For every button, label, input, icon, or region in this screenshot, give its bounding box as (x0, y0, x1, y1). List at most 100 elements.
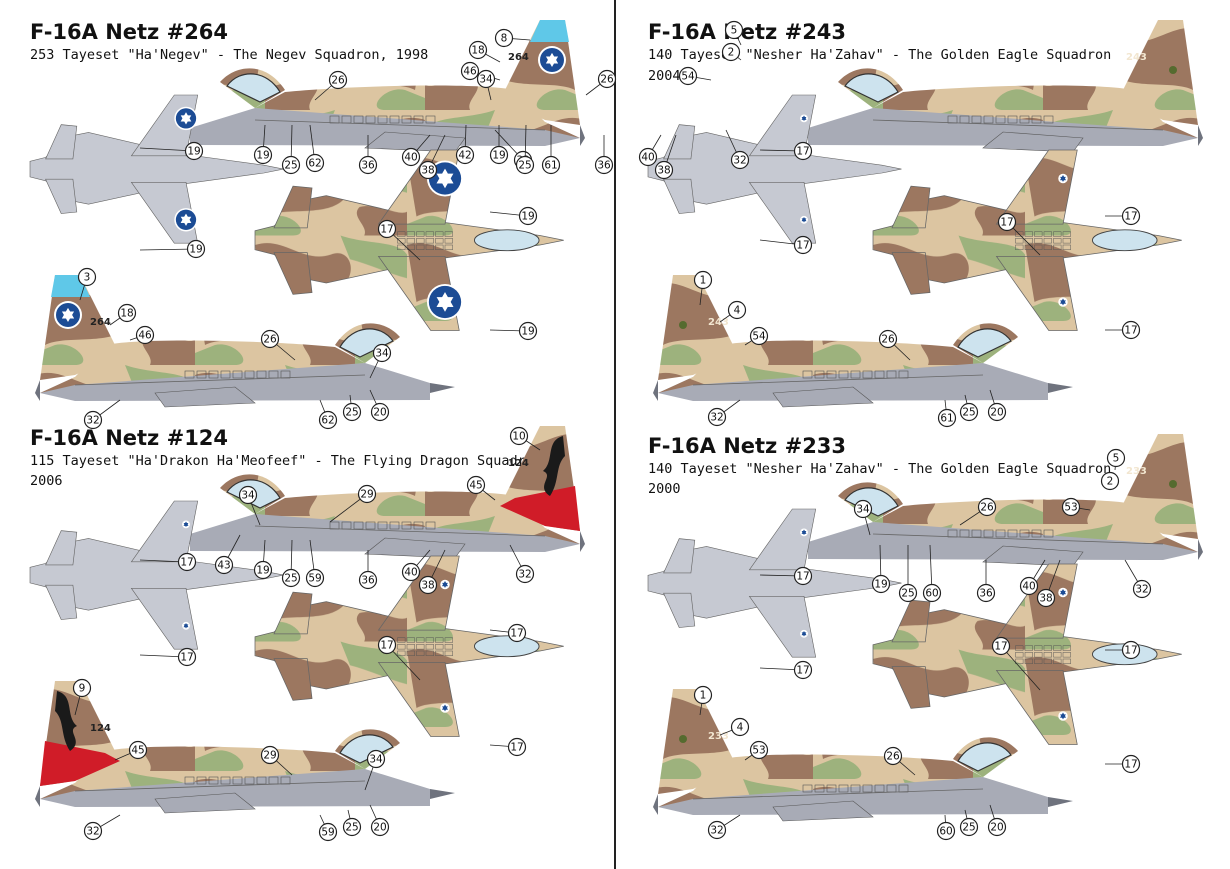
callout-17: 17 (139, 647, 197, 667)
ventral-fin (154, 792, 256, 814)
callout-17: 17 (489, 623, 527, 643)
callout-bubble (342, 402, 362, 422)
callout-bubble (494, 28, 514, 48)
callout-20: 20 (987, 389, 1007, 422)
side-profile-lower (653, 275, 1073, 408)
callout-19: 19 (489, 125, 509, 165)
left-stabilizer (891, 599, 931, 643)
left-stabilizer (891, 185, 931, 229)
callout-25: 25 (342, 809, 362, 837)
callout-number: 17 (510, 628, 523, 640)
callout-bubble (518, 206, 538, 226)
vertical-tail (1118, 20, 1198, 125)
callout-17: 17 (1105, 206, 1141, 226)
callout-bubble (959, 817, 979, 837)
callout-bubble (1019, 576, 1039, 596)
dragon-emblem (55, 691, 77, 751)
callout-number: 25 (962, 822, 975, 834)
callout-bubble (460, 61, 480, 81)
exhaust (35, 786, 40, 807)
callout-bubble (177, 647, 197, 667)
callout-bubble (83, 410, 103, 430)
callout-3: 3 (77, 267, 97, 301)
callout-number: 32 (86, 826, 99, 838)
callout-number: 36 (597, 160, 611, 172)
callout-38: 38 (418, 549, 446, 595)
callout-19: 19 (489, 206, 538, 226)
callout-1: 1 (693, 685, 713, 716)
callout-bubble (977, 497, 997, 517)
underside-view (29, 500, 284, 650)
callout-26: 26 (260, 329, 296, 361)
canopy (957, 328, 1012, 358)
scheme-title: F-16A Netz #264 (30, 20, 229, 44)
callout-bubble (793, 141, 813, 161)
callout-number: 18 (471, 45, 484, 57)
fuselage-camo (873, 499, 1198, 552)
right-wing (377, 662, 460, 737)
callout-bubble (135, 325, 155, 345)
upper-surface-view (872, 149, 1182, 331)
callout-34: 34 (853, 499, 873, 536)
callout-number: 38 (657, 165, 670, 177)
exhaust (580, 531, 585, 552)
right-wing (995, 256, 1078, 331)
callout-bubble (878, 329, 898, 349)
callout-bubble (793, 566, 813, 586)
callout-4: 4 (719, 717, 750, 737)
callout-17: 17 (991, 636, 1041, 691)
callout-bubble (793, 660, 813, 680)
eagle-emblem (679, 735, 687, 743)
canopy (339, 328, 394, 358)
callout-number: 59 (308, 573, 321, 585)
callout-32: 32 (707, 814, 741, 840)
callout-bubble (418, 160, 438, 180)
callout-38: 38 (1036, 559, 1061, 608)
callout-17: 17 (1105, 320, 1141, 340)
right-stabilizer (273, 658, 313, 701)
callout-number: 25 (518, 160, 531, 172)
callout-bubble (1132, 579, 1152, 599)
callout-number: 43 (217, 560, 230, 572)
upper-surface-view (254, 555, 564, 737)
callout-number: 3 (84, 272, 91, 284)
callout-number: 17 (1124, 645, 1137, 657)
callout-bubble (749, 326, 769, 346)
callout-number: 61 (940, 413, 953, 425)
callout-bubble (342, 817, 362, 837)
callout-number: 25 (345, 407, 358, 419)
eagle-emblem (679, 321, 687, 329)
callout-40: 40 (638, 134, 662, 167)
callout-number: 20 (373, 407, 386, 419)
callout-bubble (186, 239, 206, 259)
callout-number: 40 (641, 152, 654, 164)
callout-bubble (693, 685, 713, 705)
callout-bubble (509, 426, 529, 446)
callout-34: 34 (369, 343, 392, 379)
canopy (844, 73, 899, 103)
callout-bubble (372, 343, 392, 363)
callout-20: 20 (987, 804, 1007, 837)
vertical-tail (1118, 434, 1198, 539)
callout-32: 32 (725, 129, 750, 170)
exhaust (653, 380, 658, 401)
callout-number: 26 (600, 74, 614, 86)
callout-number: 20 (990, 822, 1003, 834)
callout-25: 25 (342, 394, 362, 422)
callout-26: 26 (959, 497, 997, 526)
callout-number: 17 (180, 652, 193, 664)
callout-bubble (357, 484, 377, 504)
fuselage-camo (658, 754, 983, 807)
callout-number: 54 (752, 331, 766, 343)
callout-number: 17 (380, 224, 393, 236)
callout-25: 25 (515, 124, 535, 175)
nose-cone (1048, 383, 1073, 393)
left-wing (995, 149, 1078, 225)
callout-bubble (1121, 206, 1141, 226)
callout-number: 17 (1124, 325, 1137, 337)
callout-bubble (707, 820, 727, 840)
callout-number: 26 (886, 751, 900, 763)
fuselage-camo (40, 340, 365, 393)
callout-bubble (281, 568, 301, 588)
callout-19: 19 (139, 141, 204, 161)
